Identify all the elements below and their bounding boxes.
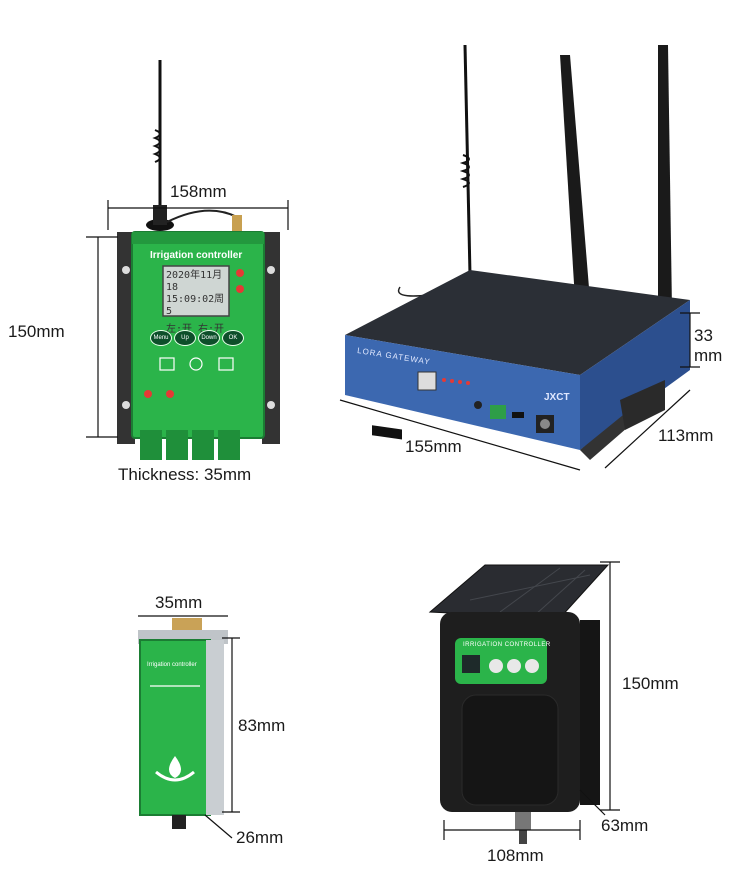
solar-controller-device — [428, 561, 620, 844]
controller-panel-title: Irrigation controller — [150, 250, 243, 261]
gateway-height-label: 33 mm — [694, 326, 722, 366]
gateway-depth-label: 113mm — [658, 426, 714, 445]
slim-height-label: 83mm — [238, 716, 286, 735]
gateway-height-unit: mm — [694, 346, 723, 365]
slim-controller-device — [138, 615, 240, 839]
solar-depth-label: 63mm — [601, 816, 649, 835]
lcd-line: 2020年11月18 — [166, 270, 223, 293]
gateway-width-label: 155mm — [405, 437, 462, 456]
up-button[interactable]: Up — [174, 330, 196, 346]
controller-width-label: 158mm — [170, 182, 227, 201]
down-button[interactable]: Down — [198, 330, 220, 346]
solar-height-label: 150mm — [622, 674, 679, 693]
lcd-line: 15:09:02周 5 — [166, 294, 225, 317]
slim-width-label: 35mm — [155, 593, 203, 612]
menu-button[interactable]: Menu — [150, 330, 172, 346]
lora-gateway-device — [339, 44, 700, 471]
gateway-brand: JXCT — [544, 392, 570, 403]
controller-height-label: 150mm — [8, 322, 65, 341]
slim-depth-label: 26mm — [236, 828, 284, 847]
lcd-line: 左:开 右:开 — [166, 324, 225, 335]
controller-lcd: 2020年11月18 15:09:02周 5 左:开 右:开 — [166, 270, 228, 336]
controller-thickness-label: Thickness: 35mm — [118, 465, 252, 484]
slim-panel-title: Irrigation controller — [147, 662, 197, 668]
solar-panel-title: IRRIGATION CONTROLLER — [463, 642, 551, 648]
solar-width-label: 108mm — [487, 846, 544, 865]
gateway-height-value: 33 — [694, 326, 713, 345]
ok-button[interactable]: OK — [222, 330, 244, 346]
